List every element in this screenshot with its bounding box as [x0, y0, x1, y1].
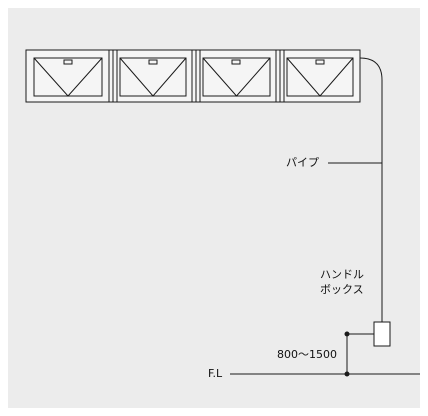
handle-box-label-line2: ボックス: [320, 283, 364, 296]
handle-box: [373, 321, 391, 347]
window-pane-1: [33, 57, 103, 97]
pipe-label: パイプ: [286, 156, 319, 169]
window-pane-4: [286, 57, 354, 97]
window-pane-3: [202, 57, 271, 97]
handle-box-label-line1: ハンドル: [320, 268, 364, 281]
height-range-label: 800～1500: [277, 348, 337, 361]
height-dimension: [344, 331, 374, 377]
window-pane-2: [119, 57, 187, 97]
window-unit: [25, 49, 361, 103]
floor-level-label: F.L: [208, 367, 223, 380]
pipe: [359, 57, 383, 322]
